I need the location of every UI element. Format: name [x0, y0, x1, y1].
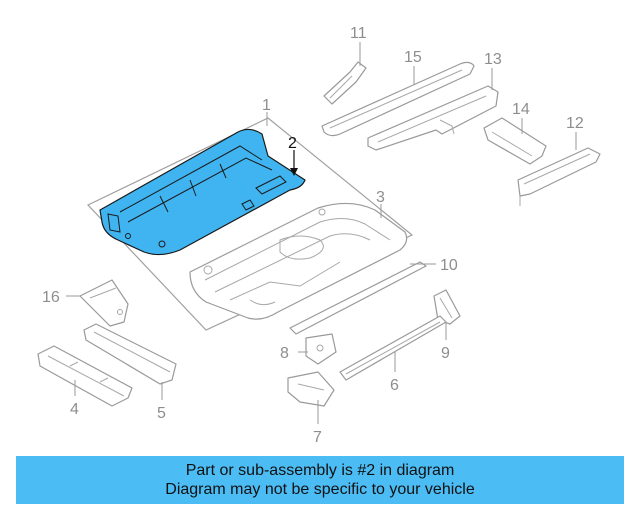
callout-10: 10	[440, 257, 458, 274]
highlighted-floor-part	[99, 128, 306, 256]
bracket-14-part	[483, 117, 547, 165]
callout-13: 13	[484, 51, 502, 68]
rail-6-part	[339, 315, 447, 381]
callout-8: 8	[280, 345, 289, 362]
bracket-16-part	[79, 279, 129, 327]
parts-diagram: 1 2 3 4 5 6 7 8 9 10 11 12 13 14 15 16	[37, 25, 601, 446]
callout-15: 15	[404, 49, 422, 66]
rail-5-part	[83, 323, 177, 385]
strip-10-part	[289, 261, 427, 335]
brace-4-part	[37, 345, 133, 407]
leader-lines	[66, 42, 577, 424]
callout-11: 11	[350, 25, 367, 42]
callout-7: 7	[313, 429, 322, 446]
bracket-7-part	[287, 371, 335, 407]
callout-16: 16	[42, 289, 60, 306]
floor-pan-part	[189, 202, 408, 320]
callout-1: 1	[262, 97, 271, 114]
callout-4: 4	[70, 401, 79, 418]
info-banner: Part or sub-assembly is #2 in diagram Di…	[16, 456, 624, 504]
crossmember-12-part	[517, 147, 601, 206]
plate-8-part	[305, 333, 337, 365]
callout-5: 5	[157, 405, 166, 422]
callout-3: 3	[376, 189, 385, 206]
callout-14: 14	[512, 101, 530, 118]
callout-12: 12	[566, 115, 584, 132]
bracket-9-part	[433, 289, 461, 325]
assembly-group-outline	[87, 117, 414, 331]
banner-line-disclaimer: Diagram may not be specific to your vehi…	[165, 481, 475, 498]
callout-9: 9	[441, 345, 450, 362]
rail-15-part	[321, 61, 475, 137]
callout-2: 2	[288, 135, 297, 152]
bracket-11-part	[323, 61, 367, 105]
callout-6: 6	[390, 377, 399, 394]
member-13-part	[367, 85, 499, 151]
banner-line-part-number: Part or sub-assembly is #2 in diagram	[185, 462, 455, 479]
